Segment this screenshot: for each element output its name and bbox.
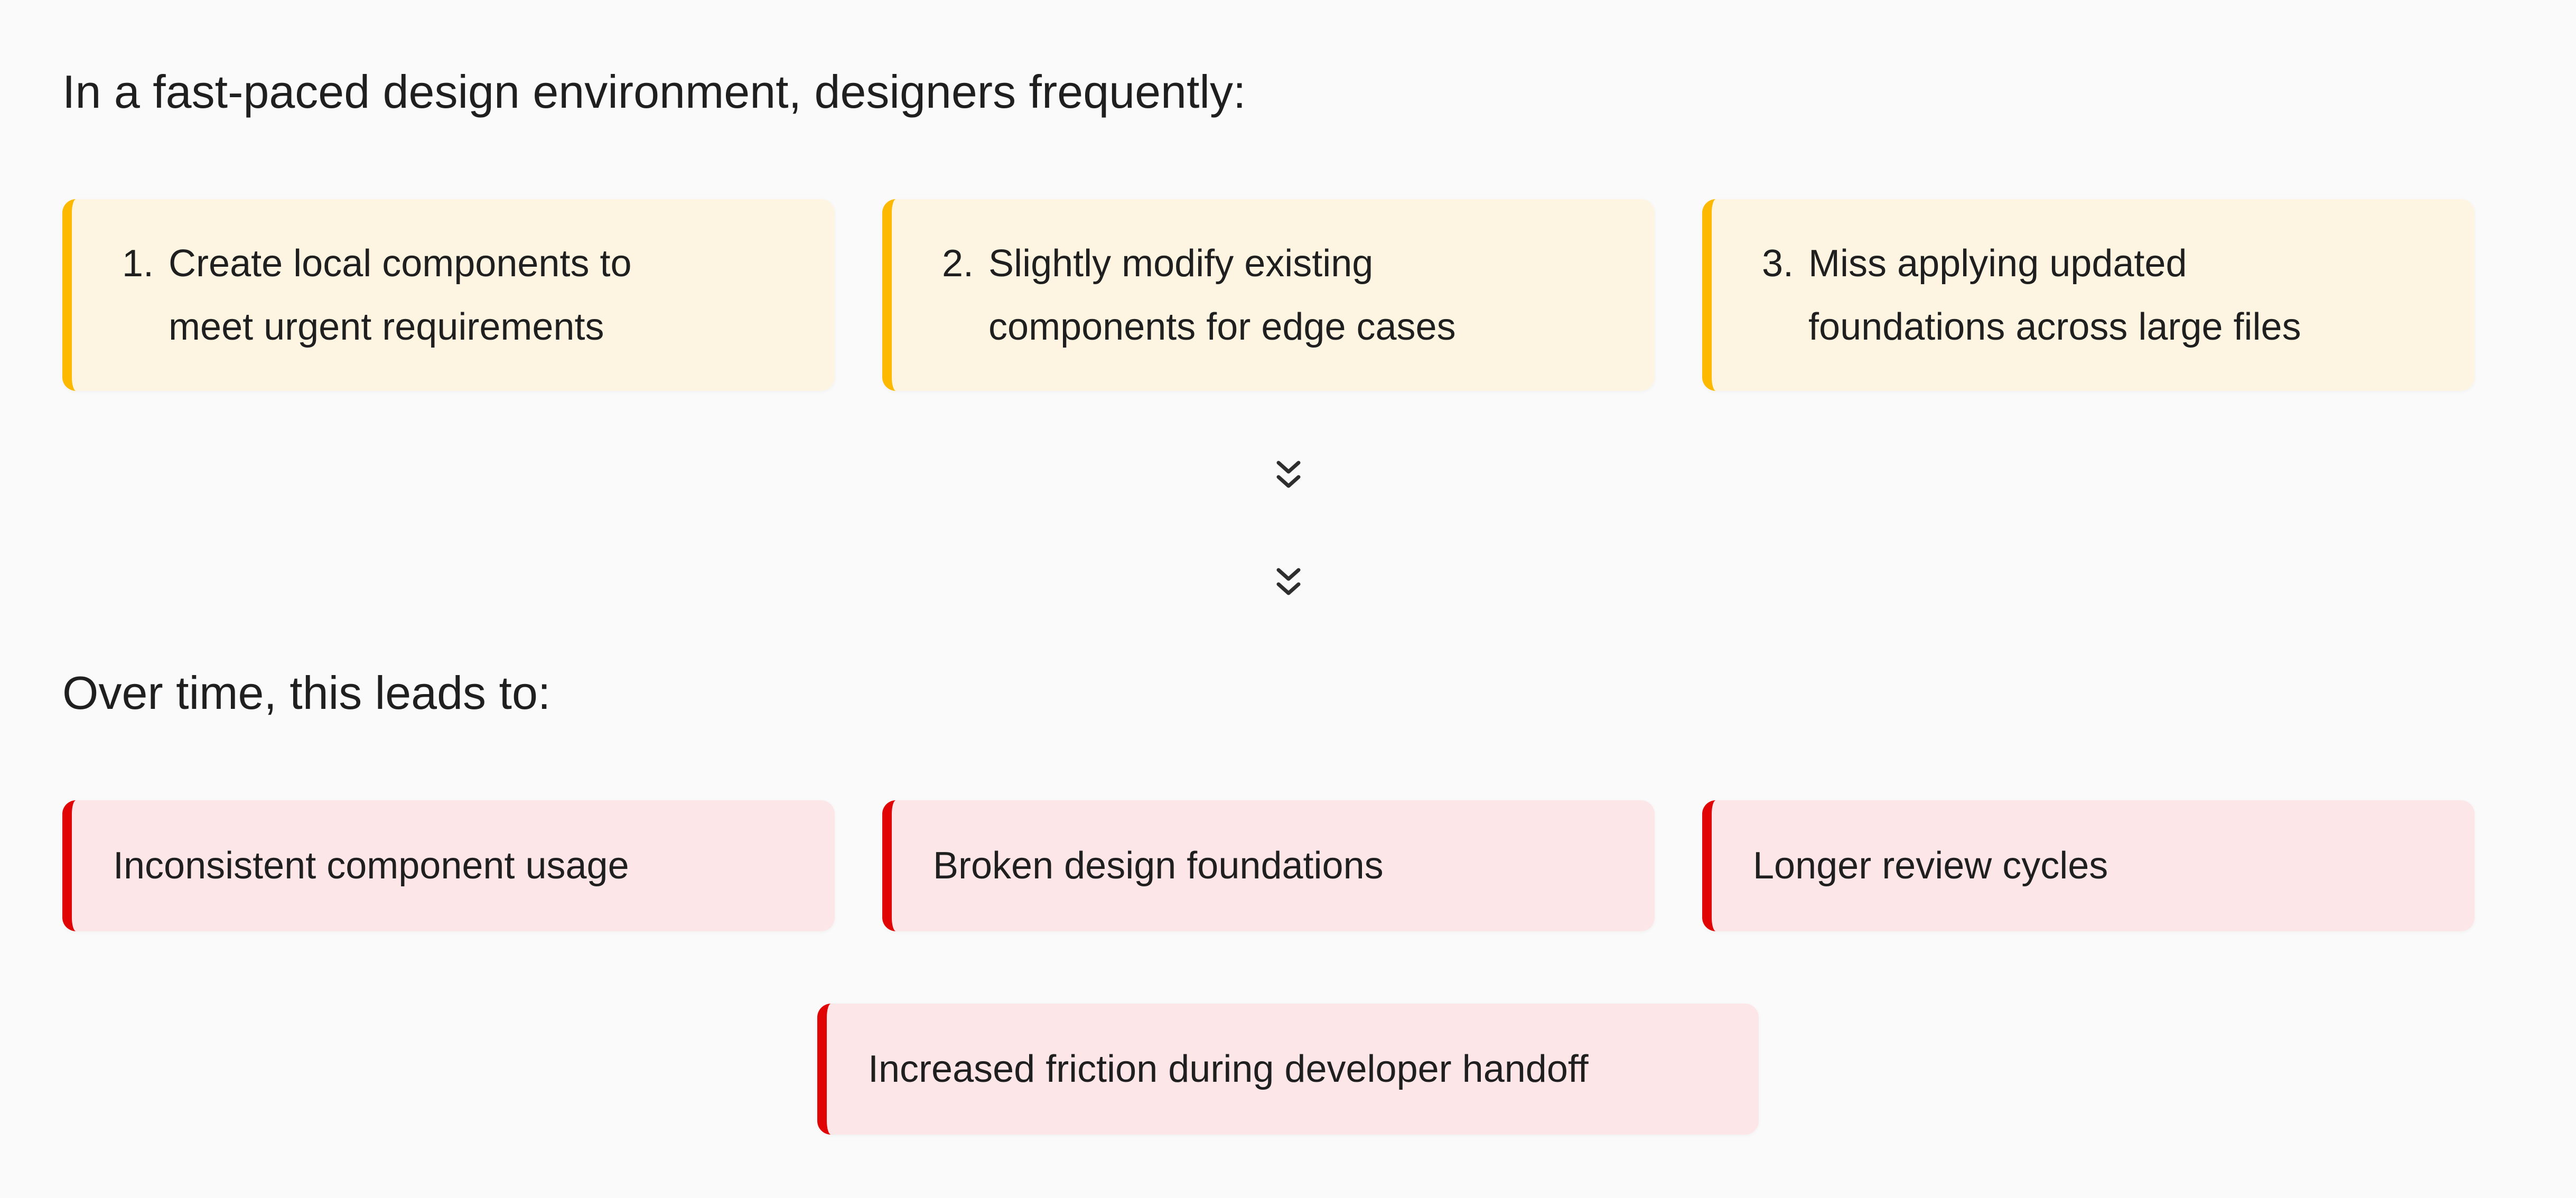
outcome-card-2: Broken design foundations <box>882 800 1655 931</box>
outcome-heading: Over time, this leads to: <box>62 667 551 719</box>
outcome-2-text: Broken design foundations <box>933 845 1384 887</box>
cause-card-1-content: 1. Create local components to meet urgen… <box>122 232 632 359</box>
cause-card-2: 2. Slightly modify existing components f… <box>882 199 1655 391</box>
outcome-card-3: Longer review cycles <box>1702 800 2475 931</box>
outcome-1-text: Inconsistent component usage <box>113 845 629 887</box>
cause-2-text: Slightly modify existing components for … <box>988 242 1456 348</box>
outcome-card-footer: Increased friction during developer hand… <box>817 1004 1759 1135</box>
cause-3-number: 3. <box>1762 242 1794 285</box>
cause-card-3: 3. Miss applying updated foundations acr… <box>1702 199 2475 391</box>
outcome-3-text: Longer review cycles <box>1753 845 2108 887</box>
intro-heading: In a fast-paced design environment, desi… <box>62 65 1246 118</box>
cause-3-text: Miss applying updated foundations across… <box>1808 242 2301 348</box>
cause-1-text: Create local components to meet urgent r… <box>169 242 632 348</box>
chevrons-down-icon <box>1276 567 1301 597</box>
outcome-footer-text: Increased friction during developer hand… <box>868 1048 1589 1090</box>
cause-card-2-content: 2. Slightly modify existing components f… <box>942 232 1456 359</box>
cause-card-3-content: 3. Miss applying updated foundations acr… <box>1762 232 2301 359</box>
outcome-card-1: Inconsistent component usage <box>62 800 835 931</box>
cause-card-1: 1. Create local components to meet urgen… <box>62 199 835 391</box>
cause-2-number: 2. <box>942 242 974 285</box>
causes-card-row: 1. Create local components to meet urgen… <box>62 199 2475 391</box>
outcomes-card-row: Inconsistent component usage Broken desi… <box>62 800 2475 931</box>
chevrons-down-icon <box>1276 460 1301 490</box>
cause-1-number: 1. <box>122 242 154 285</box>
